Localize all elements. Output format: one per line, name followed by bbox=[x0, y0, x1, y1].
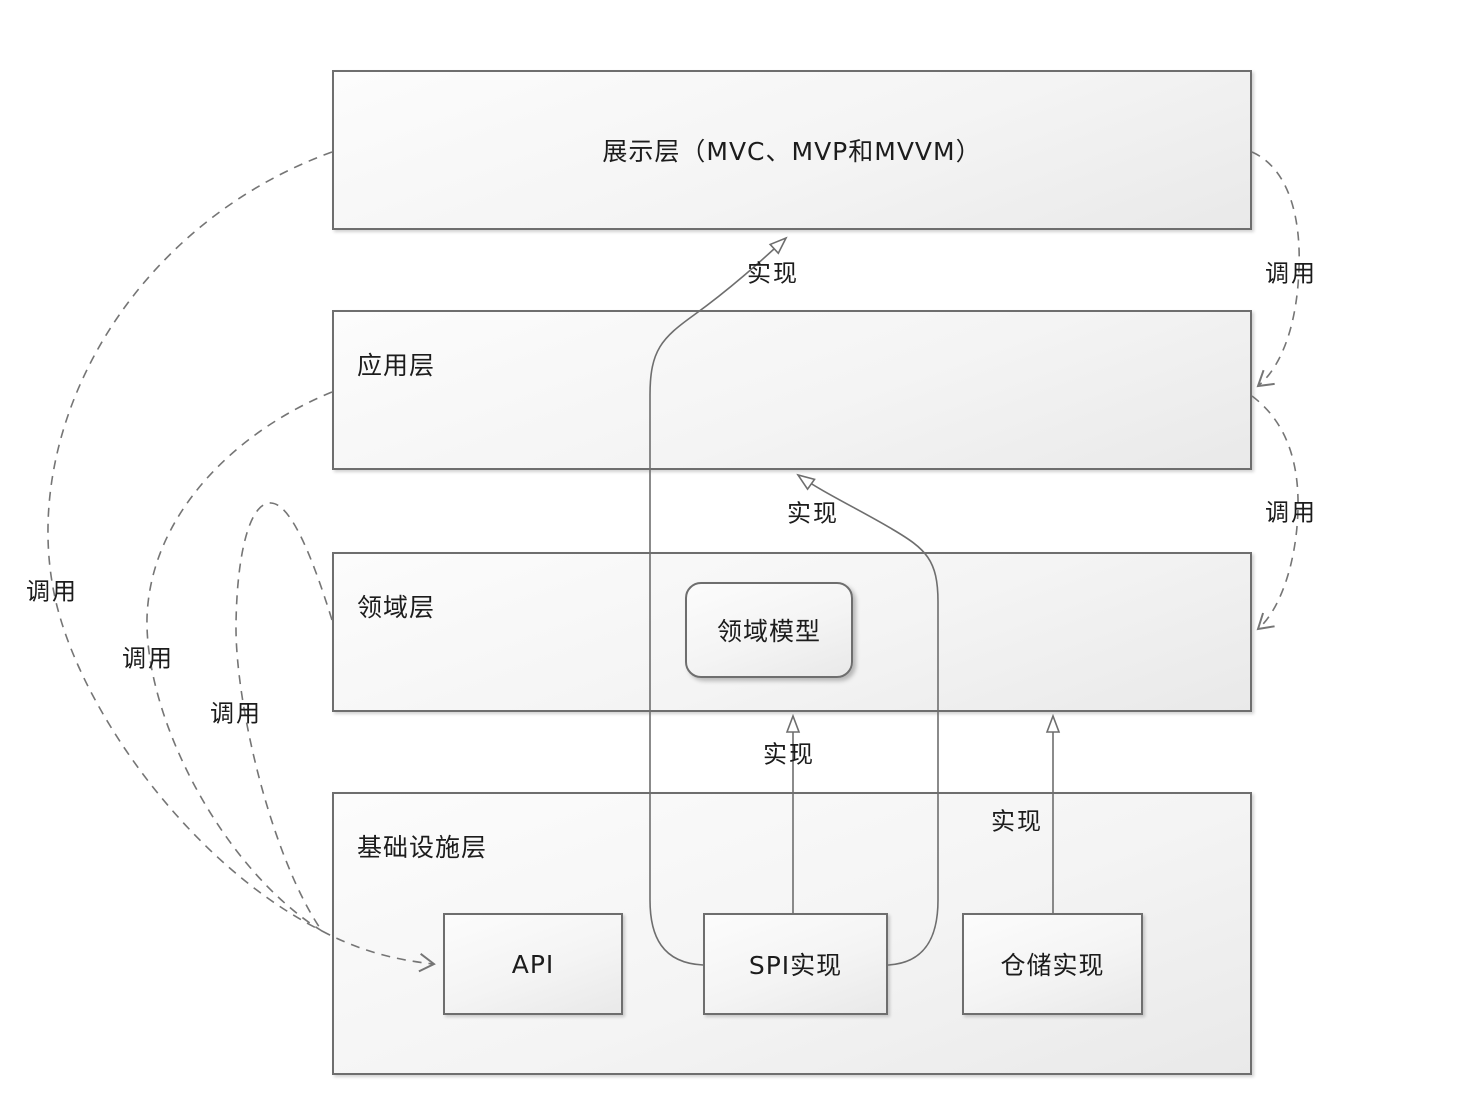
label-call-domain-to-api: 调用 bbox=[210, 699, 262, 728]
node-repo-impl: 仓储实现 bbox=[962, 913, 1143, 1015]
node-domain-model-label: 领域模型 bbox=[716, 617, 821, 646]
layer-domain-label: 领域层 bbox=[357, 593, 436, 622]
node-spi-impl-label: SPI实现 bbox=[748, 951, 843, 980]
layer-presentation-label: 展示层（MVC、MVP和MVVM） bbox=[602, 137, 982, 166]
node-api-label: API bbox=[511, 949, 555, 979]
layer-infrastructure-label: 基础设施层 bbox=[357, 833, 488, 862]
layer-application: 应用层 bbox=[332, 310, 1252, 470]
label-call-application-to-api: 调用 bbox=[122, 644, 174, 673]
label-realize-spi-to-presentation: 实现 bbox=[747, 259, 799, 288]
label-call-presentation-to-api: 调用 bbox=[26, 577, 78, 606]
layer-application-label: 应用层 bbox=[357, 351, 436, 380]
node-repo-impl-label: 仓储实现 bbox=[1000, 951, 1105, 980]
label-call-presentation-to-application: 调用 bbox=[1265, 259, 1317, 288]
label-realize-spi-to-domain: 实现 bbox=[763, 740, 815, 769]
node-spi-impl: SPI实现 bbox=[703, 913, 888, 1015]
label-realize-spi-to-application: 实现 bbox=[787, 499, 839, 528]
label-call-application-to-domain: 调用 bbox=[1265, 498, 1317, 527]
edge-call-application-to-api bbox=[146, 391, 333, 932]
edge-call-presentation-to-api bbox=[47, 151, 333, 932]
node-api: API bbox=[443, 913, 623, 1015]
layer-presentation: 展示层（MVC、MVP和MVVM） bbox=[332, 70, 1252, 230]
node-domain-model: 领域模型 bbox=[685, 582, 853, 678]
label-realize-repo-to-domain: 实现 bbox=[991, 807, 1043, 836]
